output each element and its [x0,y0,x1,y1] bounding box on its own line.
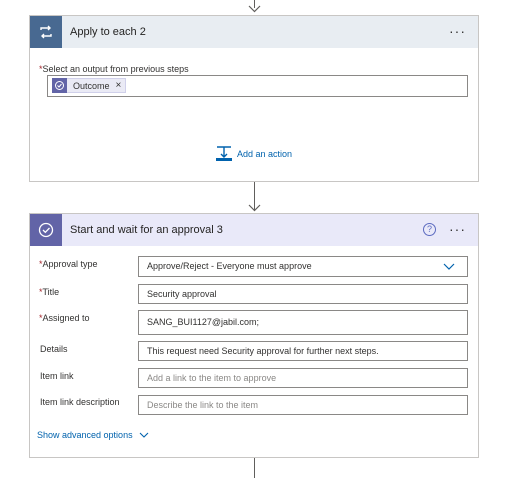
item-link-label: Item link [40,371,74,381]
approval-icon [52,78,67,93]
title-label: *Title [39,287,60,297]
title-field[interactable]: Security approval [138,284,468,304]
arrow-down-icon [248,5,261,13]
connector-bottom [254,458,255,478]
item-link-placeholder: Add a link to the item to approve [147,373,277,383]
approval-type-value: Approve/Reject - Everyone must approve [147,261,312,271]
item-link-description-label: Item link description [40,397,120,407]
connector-top [254,0,255,8]
chevron-down-icon [443,263,455,270]
approval-title: Start and wait for an approval 3 [70,224,223,236]
chevron-down-icon [139,432,148,438]
apply-to-each-header[interactable]: Apply to each 2 ··· [30,16,478,48]
arrow-down-icon [248,204,261,212]
assigned-to-value: SANG_BUI1127@jabil.com; [147,317,260,327]
select-output-label: *Select an output from previous steps [39,64,189,74]
loop-icon [30,16,62,48]
item-link-description-placeholder: Describe the link to the item [147,400,259,410]
assigned-to-label: *Assigned to [39,313,90,323]
more-options-icon[interactable]: ··· [449,23,466,39]
approval-icon [30,214,62,246]
more-options-icon[interactable]: ··· [449,221,466,237]
token-label: Outcome [73,80,110,91]
details-value: This request need Security approval for … [147,346,379,356]
outcome-token[interactable]: Outcome × [52,78,127,93]
connector-middle [254,182,255,211]
item-link-field[interactable]: Add a link to the item to approve [138,368,468,388]
approval-type-label: *Approval type [39,259,98,269]
add-action-icon[interactable] [216,146,232,162]
details-field[interactable]: This request need Security approval for … [138,341,468,361]
details-label: Details [40,344,68,354]
title-value: Security approval [147,289,217,299]
assigned-to-field[interactable]: SANG_BUI1127@jabil.com; [138,310,468,335]
select-output-field[interactable]: Outcome × [47,75,468,97]
item-link-description-field[interactable]: Describe the link to the item [138,395,468,415]
add-action-link[interactable]: Add an action [237,149,293,159]
apply-to-each-card: Apply to each 2 ··· *Select an output fr… [29,15,479,182]
approval-type-dropdown[interactable]: Approve/Reject - Everyone must approve [138,256,468,277]
approval-card: Start and wait for an approval 3 ? ··· *… [29,213,479,458]
approval-header[interactable]: Start and wait for an approval 3 ? ··· [30,214,478,246]
show-advanced-options-link[interactable]: Show advanced options [37,430,149,440]
token-remove-icon[interactable]: × [115,79,122,91]
help-icon[interactable]: ? [423,223,436,236]
apply-to-each-title: Apply to each 2 [70,26,146,38]
